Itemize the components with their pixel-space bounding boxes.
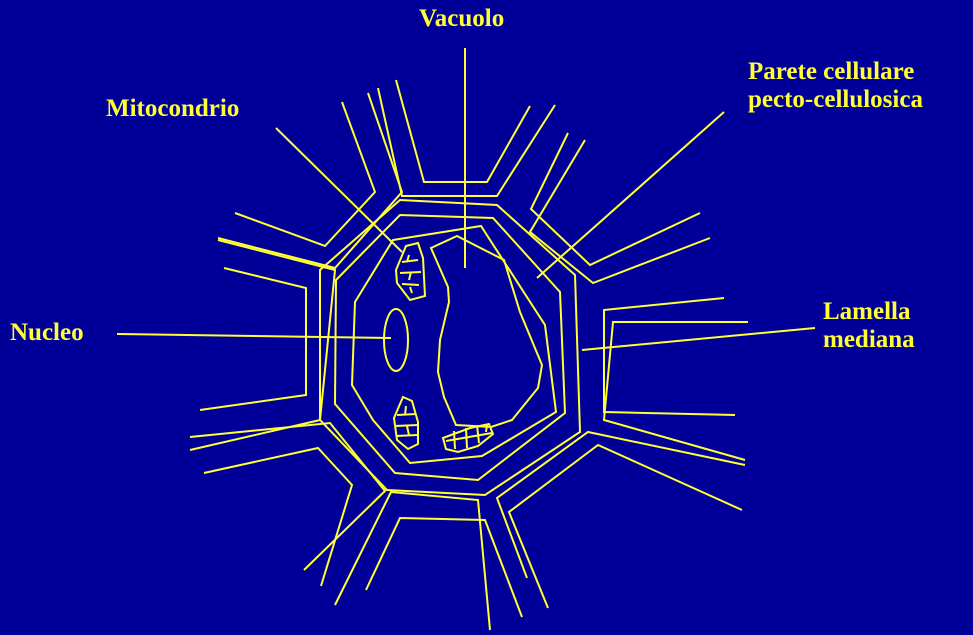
label-mitocondrio: Mitocondrio xyxy=(106,95,239,123)
mitocondrio-leader-line xyxy=(276,128,402,252)
mitochondrion-bottom-left xyxy=(394,397,418,449)
neighbour-cell-walls xyxy=(190,80,748,630)
mitochondrion-bottom-right xyxy=(443,424,493,452)
label-lamella-line1: Lamella xyxy=(823,298,915,326)
label-mitocondrio-text: Mitocondrio xyxy=(106,95,239,123)
nucleo-leader-line xyxy=(117,334,391,338)
label-nucleo-text: Nucleo xyxy=(10,319,84,347)
label-parete-line1: Parete cellulare xyxy=(748,58,923,86)
vacuole-shape xyxy=(431,236,542,427)
label-parete-line2: pecto-cellulosica xyxy=(748,86,923,114)
lamella-leader-line xyxy=(582,328,815,350)
label-parete-cellulare: Parete cellulare pecto-cellulosica xyxy=(748,58,923,114)
label-vacuolo: Vacuolo xyxy=(419,5,504,33)
nucleus-shape xyxy=(384,309,408,371)
label-vacuolo-text: Vacuolo xyxy=(419,5,504,33)
cytoplasm-outline xyxy=(352,226,556,463)
label-lamella-line2: mediana xyxy=(823,326,915,354)
label-lamella-mediana: Lamella mediana xyxy=(823,298,915,354)
label-nucleo: Nucleo xyxy=(10,319,84,347)
